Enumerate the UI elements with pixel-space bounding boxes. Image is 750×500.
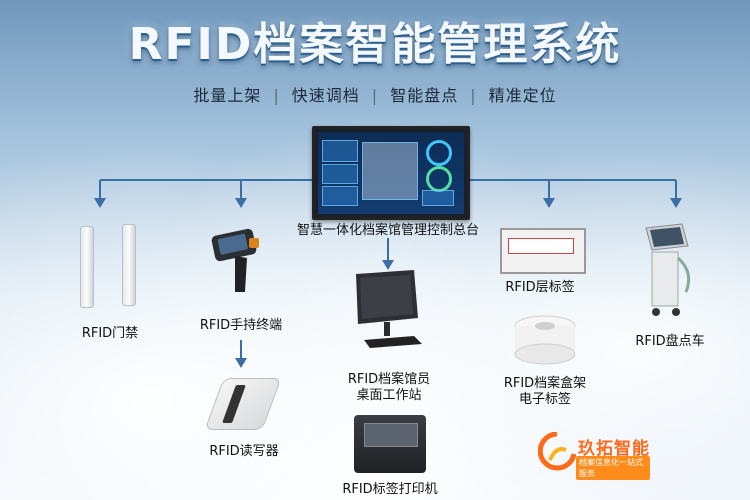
workstation-monitor-icon [356,270,422,348]
arrow-head [670,198,682,208]
dashboard-screen [318,132,464,214]
dashboard-panel [322,140,358,162]
dashboard-gauge [426,140,452,166]
control-console-monitor [312,126,470,220]
shelf-tag-label: RFID层标签 [505,280,575,295]
rfid-gate-label: RFID门禁 [81,326,139,341]
shelf-tag-icon [500,228,586,274]
arrow-head [235,358,247,368]
brand-logo: 玖拓智能 档案信息化一站式服务 [538,432,650,480]
handheld-terminal-label: RFID手持终端 [199,318,283,333]
reader-strip [222,385,246,423]
separator: | [371,86,379,105]
arrow-head [543,198,555,208]
handheld-terminal-icon [211,228,259,292]
printer-window [364,423,418,447]
dashboard-panel [422,190,454,206]
dashboard-panel [322,164,358,184]
brand-name: 玖拓智能 [578,439,650,459]
page-title: RFID档案智能管理系统 [128,19,622,70]
label-printer-label: RFID标签打印机 [342,482,438,497]
feature-item: 精准定位 [488,86,557,105]
feature-bar: 批量上架 | 快速调档 | 智能盘点 | 精准定位 [0,82,750,106]
box-tag-label-line1: RFID档案盒架 [503,376,587,391]
separator: | [470,86,477,105]
dashboard-3d-view [362,142,418,200]
feature-item: 批量上架 [193,86,262,105]
arrow-head [235,198,247,208]
separator: | [273,86,280,105]
rfid-reader-icon [204,378,282,430]
arrow-head [382,260,394,270]
shelf-tag-label-strip [508,238,574,254]
arrow-head [94,198,106,208]
brand-mark-icon [538,432,576,471]
brand-slogan: 档案信息化一站式服务 [576,456,650,480]
workstation-label-line2: 桌面工作站 [356,388,422,403]
tag-roll-icon [514,315,576,365]
inventory-cart-icon [645,223,691,316]
dashboard-gauge [426,166,452,192]
dashboard-panel [322,186,358,206]
workstation-label-line1: RFID档案馆员 [347,372,431,387]
control-console-label: 智慧一体化档案馆管理控制总台 [296,223,479,238]
feature-item: 智能盘点 [390,86,459,105]
feature-item: 快速调档 [291,86,360,105]
box-tag-label-line2: 电子标签 [518,392,571,407]
rfid-gate-pillar [80,226,94,308]
label-printer-icon [354,415,426,473]
rfid-gate-pillar [122,224,136,306]
rfid-reader-label: RFID读写器 [209,444,279,459]
inventory-cart-label: RFID盘点车 [635,334,705,349]
